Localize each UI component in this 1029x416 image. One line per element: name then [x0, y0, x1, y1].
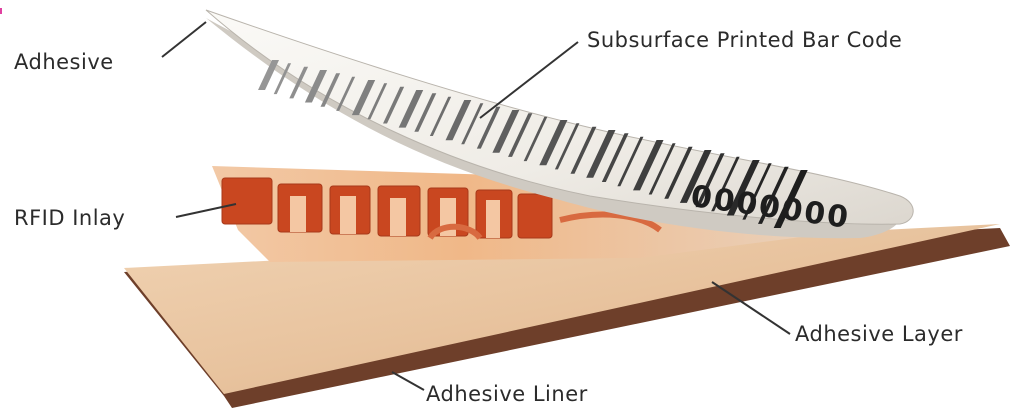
label-adhesive-layer: Adhesive Layer: [795, 322, 963, 346]
label-adhesive: Adhesive: [14, 50, 114, 74]
label-subsurface-printed-bar-code: Subsurface Printed Bar Code: [587, 28, 902, 52]
label-rfid-inlay: RFID Inlay: [14, 206, 125, 230]
leader-barcode: [480, 42, 578, 118]
leader-adhesive: [162, 22, 206, 57]
leader-adhesive-liner: [392, 372, 424, 390]
label-adhesive-liner: Adhesive Liner: [426, 382, 588, 406]
